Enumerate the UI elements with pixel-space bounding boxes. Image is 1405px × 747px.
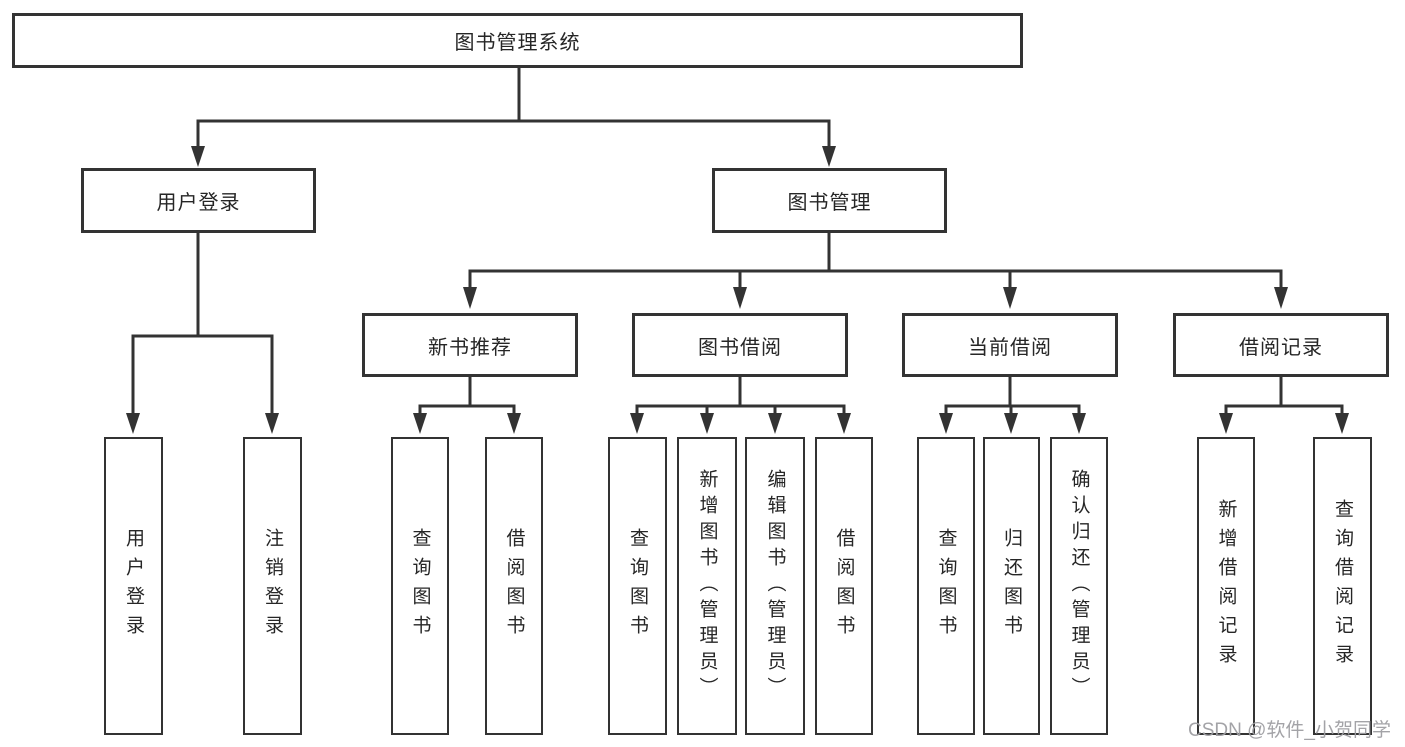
node-label: 查询图书 (935, 528, 957, 644)
node-label: 图书管理系统 (454, 32, 581, 54)
leaf-add-books-admin: 新增图书（管理员） (677, 437, 737, 735)
leaf-edit-books-admin: 编辑图书（管理员） (745, 437, 805, 735)
node-label: 确认归还（管理员） (1068, 469, 1090, 703)
node-label: 借阅图书 (503, 528, 525, 644)
node-label: 新增图书（管理员） (696, 469, 718, 703)
leaf-return-books: 归还图书 (983, 437, 1040, 735)
leaf-borrow-books-recommend: 借阅图书 (485, 437, 543, 735)
node-root-library-management-system: 图书管理系统 (12, 13, 1023, 68)
arrowheads (126, 146, 1349, 434)
node-book-management: 图书管理 (712, 168, 947, 233)
leaf-confirm-return-admin: 确认归还（管理员） (1050, 437, 1108, 735)
node-borrowing-records: 借阅记录 (1173, 313, 1389, 377)
node-label: 查询图书 (627, 528, 648, 644)
node-user-login: 用户登录 (81, 168, 316, 233)
node-label: 用户登录 (123, 528, 144, 644)
node-book-borrowing: 图书借阅 (632, 313, 848, 377)
node-label: 图书管理 (787, 192, 872, 214)
node-label: 查询借阅记录 (1332, 499, 1353, 673)
node-label: 查询图书 (409, 528, 431, 644)
leaf-borrow-books: 借阅图书 (815, 437, 873, 735)
node-label: 用户登录 (156, 192, 241, 214)
node-label: 图书借阅 (698, 336, 782, 359)
node-label: 归还图书 (1001, 528, 1022, 644)
node-label: 新增借阅记录 (1215, 499, 1237, 673)
csdn-watermark: CSDN @软件_小贺同学 (1188, 720, 1391, 741)
node-label: 借阅记录 (1239, 336, 1323, 359)
leaf-query-books-borrowing: 查询图书 (608, 437, 667, 735)
node-label: 新书推荐 (428, 336, 512, 359)
node-current-borrowing: 当前借阅 (902, 313, 1118, 377)
node-label: 注销登录 (262, 528, 283, 644)
node-new-book-recommend: 新书推荐 (362, 313, 578, 377)
leaf-logout: 注销登录 (243, 437, 302, 735)
node-label: 当前借阅 (968, 336, 1052, 359)
leaf-user-login: 用户登录 (104, 437, 163, 735)
node-label: 借阅图书 (833, 528, 855, 644)
leaf-query-books-recommend: 查询图书 (391, 437, 449, 735)
leaf-query-books-current: 查询图书 (917, 437, 975, 735)
leaf-query-borrow-record: 查询借阅记录 (1313, 437, 1372, 735)
leaf-add-borrow-record: 新增借阅记录 (1197, 437, 1255, 735)
node-label: 编辑图书（管理员） (764, 469, 786, 703)
